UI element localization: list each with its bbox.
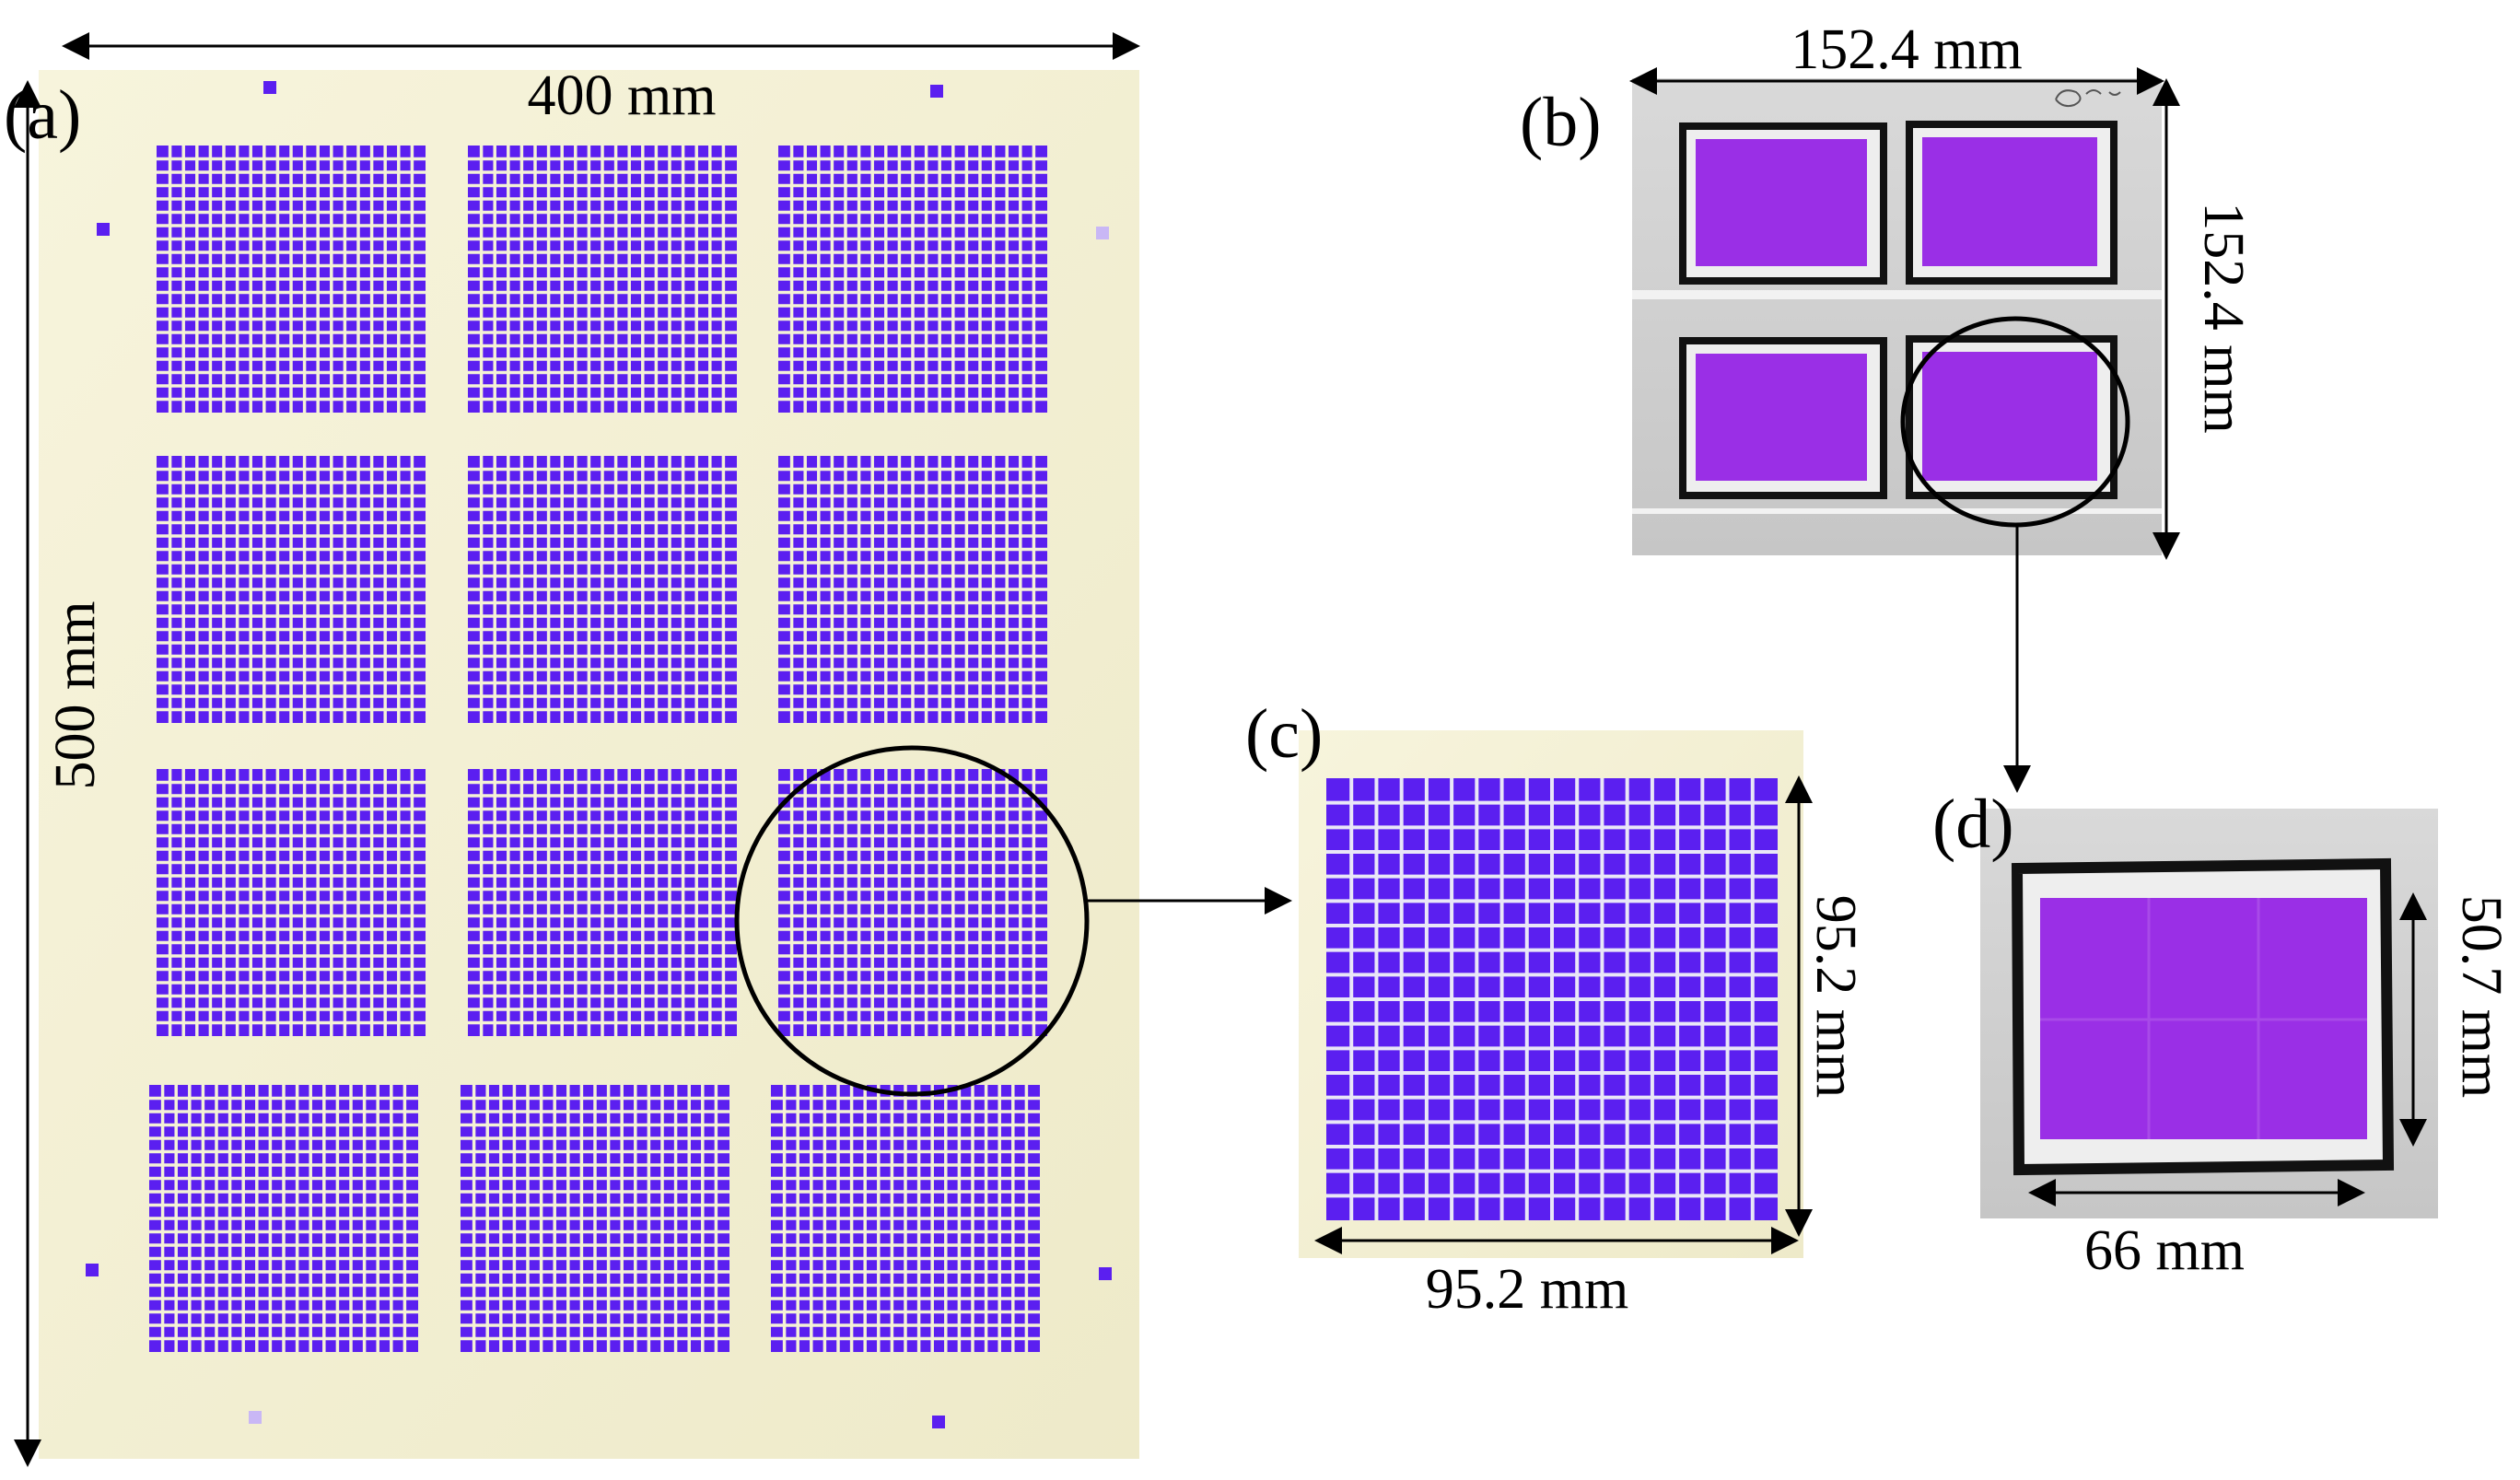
panel-b-label: (b) <box>1520 84 1602 161</box>
panel-c-label: (c) <box>1245 695 1323 773</box>
pixel-block <box>157 146 426 413</box>
panel-d: 50.7 mm 66 mm (d) <box>1932 786 2513 1282</box>
pad-fill <box>1922 352 2097 481</box>
panel-d-pad-seams <box>2040 898 2367 1139</box>
panel-c-width-label: 95.2 mm <box>1426 1258 1628 1321</box>
framed-pad <box>1679 122 1887 285</box>
pixel-block-gridlines <box>157 769 426 1036</box>
alignment-mark <box>1096 227 1109 239</box>
panel-a-alignment-marks <box>86 81 1112 1428</box>
pad-fill <box>1696 354 1867 481</box>
pixel-block <box>468 769 737 1036</box>
alignment-mark <box>930 85 943 98</box>
panel-b: 152.4 mm 152.4 mm (b) <box>1520 18 2255 560</box>
pixel-block <box>157 769 426 1036</box>
pixel-block-gridlines <box>778 456 1047 723</box>
alignment-mark <box>86 1264 99 1276</box>
pixel-block-gridlines <box>157 456 426 723</box>
panel-d-width-label: 66 mm <box>2084 1219 2245 1282</box>
panel-a-label: (a) <box>4 76 81 154</box>
pixel-block <box>771 1085 1040 1352</box>
pixel-block-gridlines <box>778 769 1047 1036</box>
pixel-block-gridlines <box>468 146 737 413</box>
panel-b-width-label: 152.4 mm <box>1791 18 2022 81</box>
alignment-mark <box>1099 1267 1112 1280</box>
panel-a-pixel-blocks <box>149 146 1047 1352</box>
panel-a-height-label: 500 mm <box>44 601 107 790</box>
panel-b-highlight-circle <box>1900 316 2130 528</box>
pixel-block <box>778 456 1047 723</box>
panel-c-height-label: 95.2 mm <box>1804 895 1867 1098</box>
pad-fill <box>1922 137 2097 266</box>
pixel-block <box>468 456 737 723</box>
framed-pad <box>1906 335 2118 499</box>
pixel-block-gridlines <box>149 1085 418 1352</box>
alignment-mark <box>932 1416 945 1428</box>
pixel-block-zoom-gridlines <box>1326 778 1778 1220</box>
panel-b-pads <box>1679 121 2118 499</box>
pixel-block-gridlines <box>157 146 426 413</box>
panel-b-height-label: 152.4 mm <box>2192 202 2255 433</box>
pixel-block-gridlines <box>468 456 737 723</box>
pixel-block <box>778 146 1047 413</box>
panel-d-label: (d) <box>1932 786 2014 863</box>
alignment-mark <box>263 81 276 94</box>
framed-pad <box>1906 121 2118 285</box>
pixel-block-gridlines <box>468 769 737 1036</box>
panel-c-pixel-grid <box>1326 778 1778 1220</box>
pixel-block <box>778 769 1047 1036</box>
alignment-mark <box>249 1411 262 1424</box>
panel-c: 95.2 mm 95.2 mm (c) <box>1245 695 1867 1321</box>
panel-a-width-label: 400 mm <box>528 64 717 127</box>
framed-pad <box>1679 337 1887 499</box>
pixel-block-zoom <box>1326 778 1778 1220</box>
panel-d-height-label: 50.7 mm <box>2450 895 2513 1098</box>
pixel-block <box>149 1085 418 1352</box>
alignment-mark <box>97 223 110 236</box>
pad-fill <box>1696 139 1867 266</box>
panel-a: 400 mm 500 mm (a) <box>4 32 1140 1467</box>
pixel-block-gridlines <box>778 146 1047 413</box>
pixel-block <box>157 456 426 723</box>
pixel-block <box>461 1085 729 1352</box>
pixel-block-gridlines <box>461 1085 729 1352</box>
pixel-block <box>468 146 737 413</box>
panel-a-highlight-circle <box>734 745 1090 1097</box>
pixel-block-gridlines <box>771 1085 1040 1352</box>
